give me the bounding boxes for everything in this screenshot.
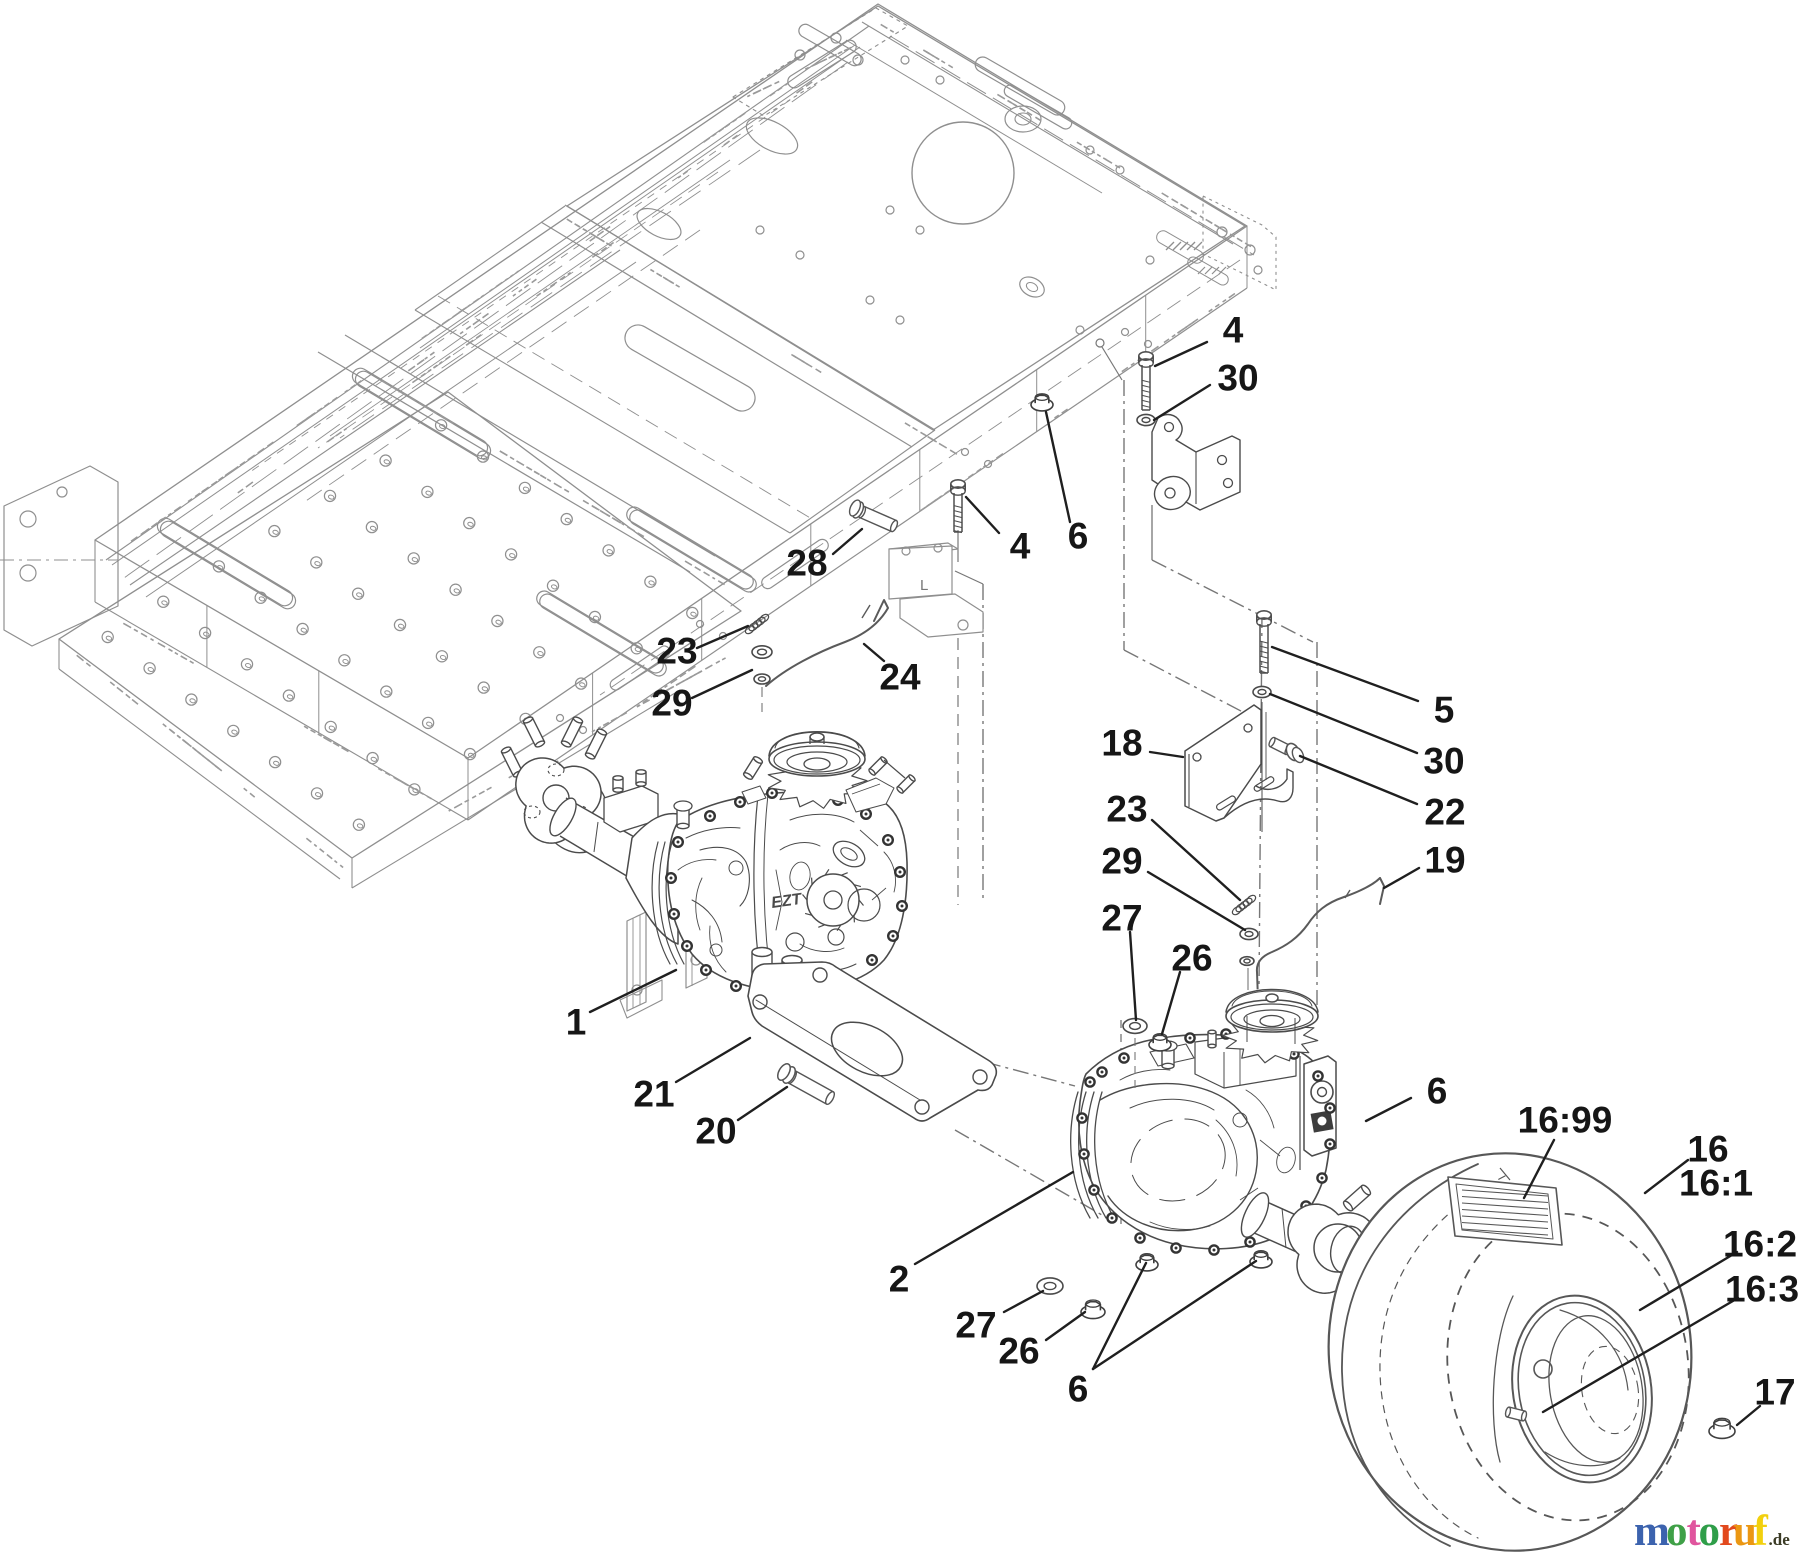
svg-text:29: 29 xyxy=(1101,841,1142,882)
svg-text:EZT: EZT xyxy=(770,891,804,912)
svg-text:27: 27 xyxy=(1101,898,1142,939)
svg-text:23: 23 xyxy=(656,631,697,672)
svg-text:16: 16 xyxy=(1687,1129,1728,1170)
svg-text:16:3: 16:3 xyxy=(1725,1269,1799,1310)
svg-text:L: L xyxy=(920,577,928,594)
svg-text:4: 4 xyxy=(1010,526,1031,567)
svg-text:2: 2 xyxy=(889,1259,910,1300)
svg-text:16:1: 16:1 xyxy=(1679,1163,1753,1204)
svg-text:6: 6 xyxy=(1068,1369,1089,1410)
svg-text:24: 24 xyxy=(879,657,921,698)
svg-text:motoruf.de: motoruf.de xyxy=(1634,1508,1790,1555)
svg-text:26: 26 xyxy=(1171,938,1212,979)
svg-text:20: 20 xyxy=(695,1111,736,1152)
svg-text:27: 27 xyxy=(955,1305,996,1346)
svg-text:17: 17 xyxy=(1754,1372,1795,1413)
svg-text:26: 26 xyxy=(998,1331,1039,1372)
svg-text:16:99: 16:99 xyxy=(1518,1100,1613,1141)
svg-text:18: 18 xyxy=(1101,723,1142,764)
svg-text:6: 6 xyxy=(1427,1071,1448,1112)
svg-text:22: 22 xyxy=(1424,792,1465,833)
svg-text:28: 28 xyxy=(786,543,827,584)
svg-text:5: 5 xyxy=(1434,690,1455,731)
svg-text:29: 29 xyxy=(651,683,692,724)
svg-text:23: 23 xyxy=(1106,789,1147,830)
svg-text:4: 4 xyxy=(1223,310,1244,351)
svg-text:21: 21 xyxy=(633,1074,674,1115)
svg-text:6: 6 xyxy=(1068,516,1089,557)
svg-text:19: 19 xyxy=(1424,840,1465,881)
svg-text:30: 30 xyxy=(1423,741,1464,782)
svg-text:16:2: 16:2 xyxy=(1723,1224,1797,1265)
svg-text:1: 1 xyxy=(566,1002,587,1043)
svg-text:30: 30 xyxy=(1217,358,1258,399)
